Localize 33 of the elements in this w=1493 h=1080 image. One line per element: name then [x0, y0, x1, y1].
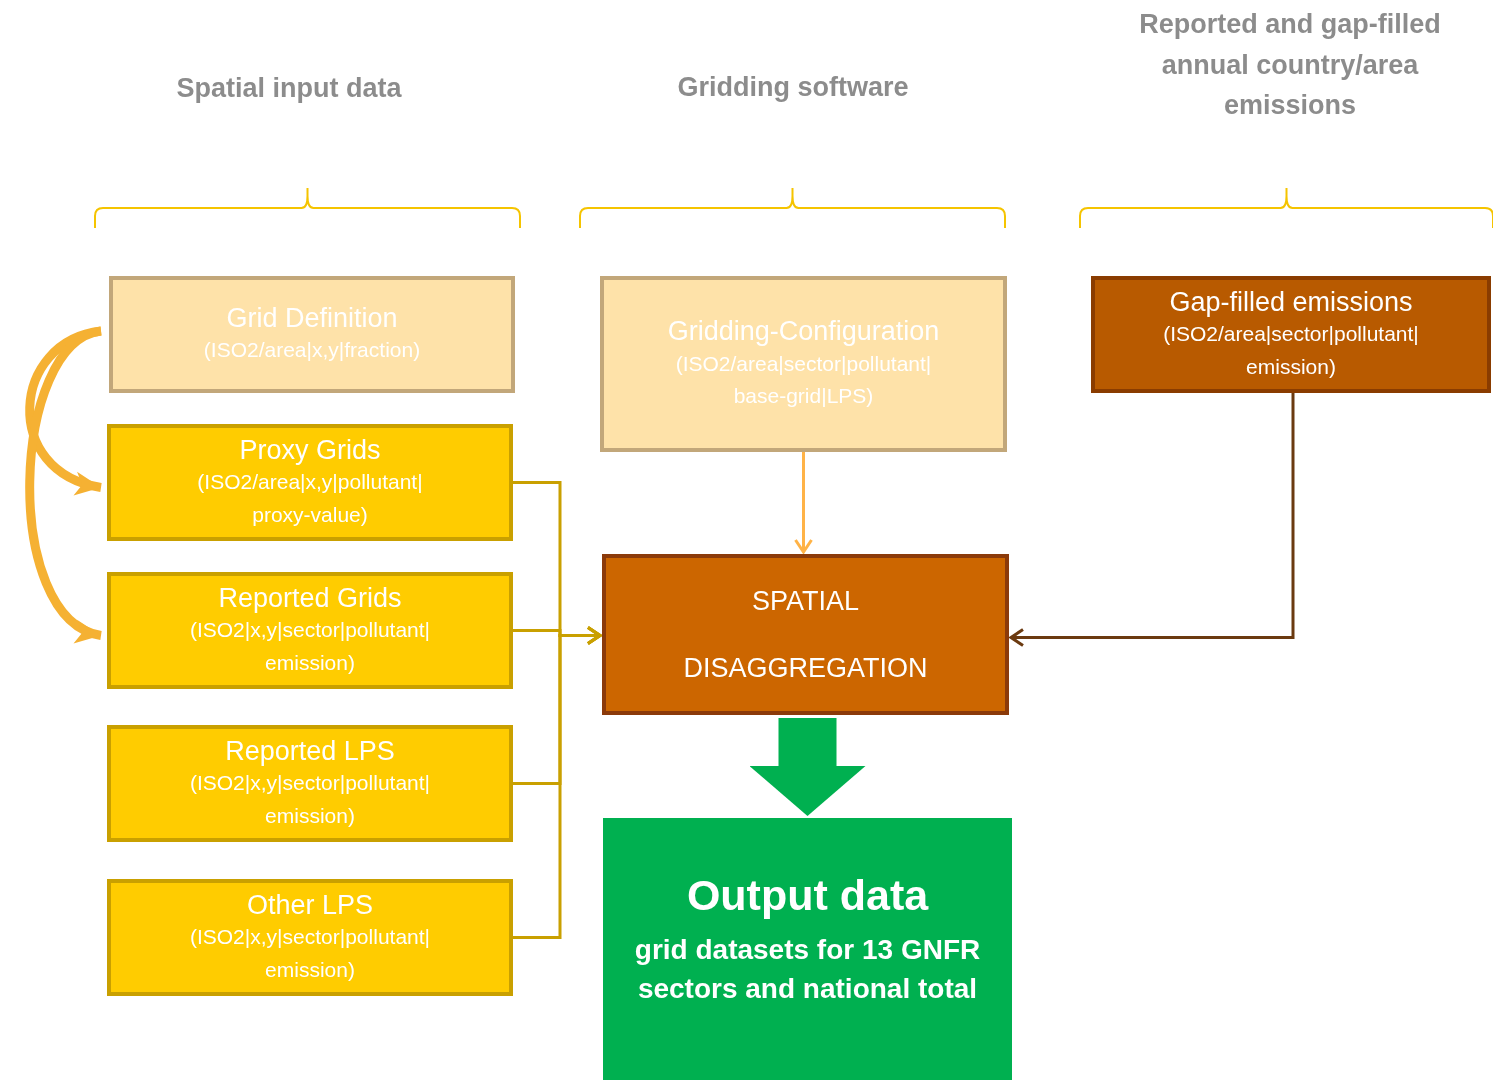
arrow [749, 718, 866, 816]
box-title: Other LPS [246, 888, 374, 922]
input-box [107, 572, 513, 689]
arrow [1009, 393, 1295, 647]
process-box [602, 554, 1009, 715]
input-box [1091, 276, 1491, 393]
box-title: Gap-filled emissions [1169, 285, 1413, 319]
arrow [794, 452, 813, 554]
box-description: (ISO2|x,y|sector|pollutant| emission) [188, 770, 432, 829]
box-description: (ISO2/area|x,y|fraction) [202, 337, 422, 364]
input-box [600, 276, 1007, 452]
box-title: Reported LPS [225, 734, 395, 768]
input-box [109, 276, 515, 393]
box-title: Reported Grids [218, 581, 402, 615]
box-description: (ISO2/area|sector|pollutant| base-grid|LPS) [674, 350, 933, 410]
box-title: Gridding-Configuration [667, 315, 940, 348]
column-heading: Gridding software [676, 71, 910, 104]
column-heading: Reported and gap-filled annual country/area emissions [1138, 8, 1442, 122]
box-title: Proxy Grids [239, 433, 381, 467]
box-description: (ISO2|x,y|sector|pollutant| emission) [188, 924, 432, 983]
arrow [513, 626, 602, 939]
output-box [603, 818, 1012, 1080]
box-description: grid datasets for 13 GNFR sectors and national total [633, 932, 982, 1006]
box-title: SPATIAL DISAGGREGATION [682, 585, 929, 685]
box-description: (ISO2|x,y|sector|pollutant| emission) [188, 617, 432, 676]
column-heading: Spatial input data [175, 72, 403, 105]
input-box [107, 725, 513, 842]
box-title: Grid Definition [226, 302, 398, 335]
box-description: (ISO2/area|sector|pollutant| emission) [1162, 321, 1420, 380]
input-box [107, 424, 513, 541]
box-title: Output data [686, 870, 929, 921]
input-box [107, 879, 513, 996]
box-description: (ISO2/area|x,y|pollutant| proxy-value) [196, 469, 424, 528]
